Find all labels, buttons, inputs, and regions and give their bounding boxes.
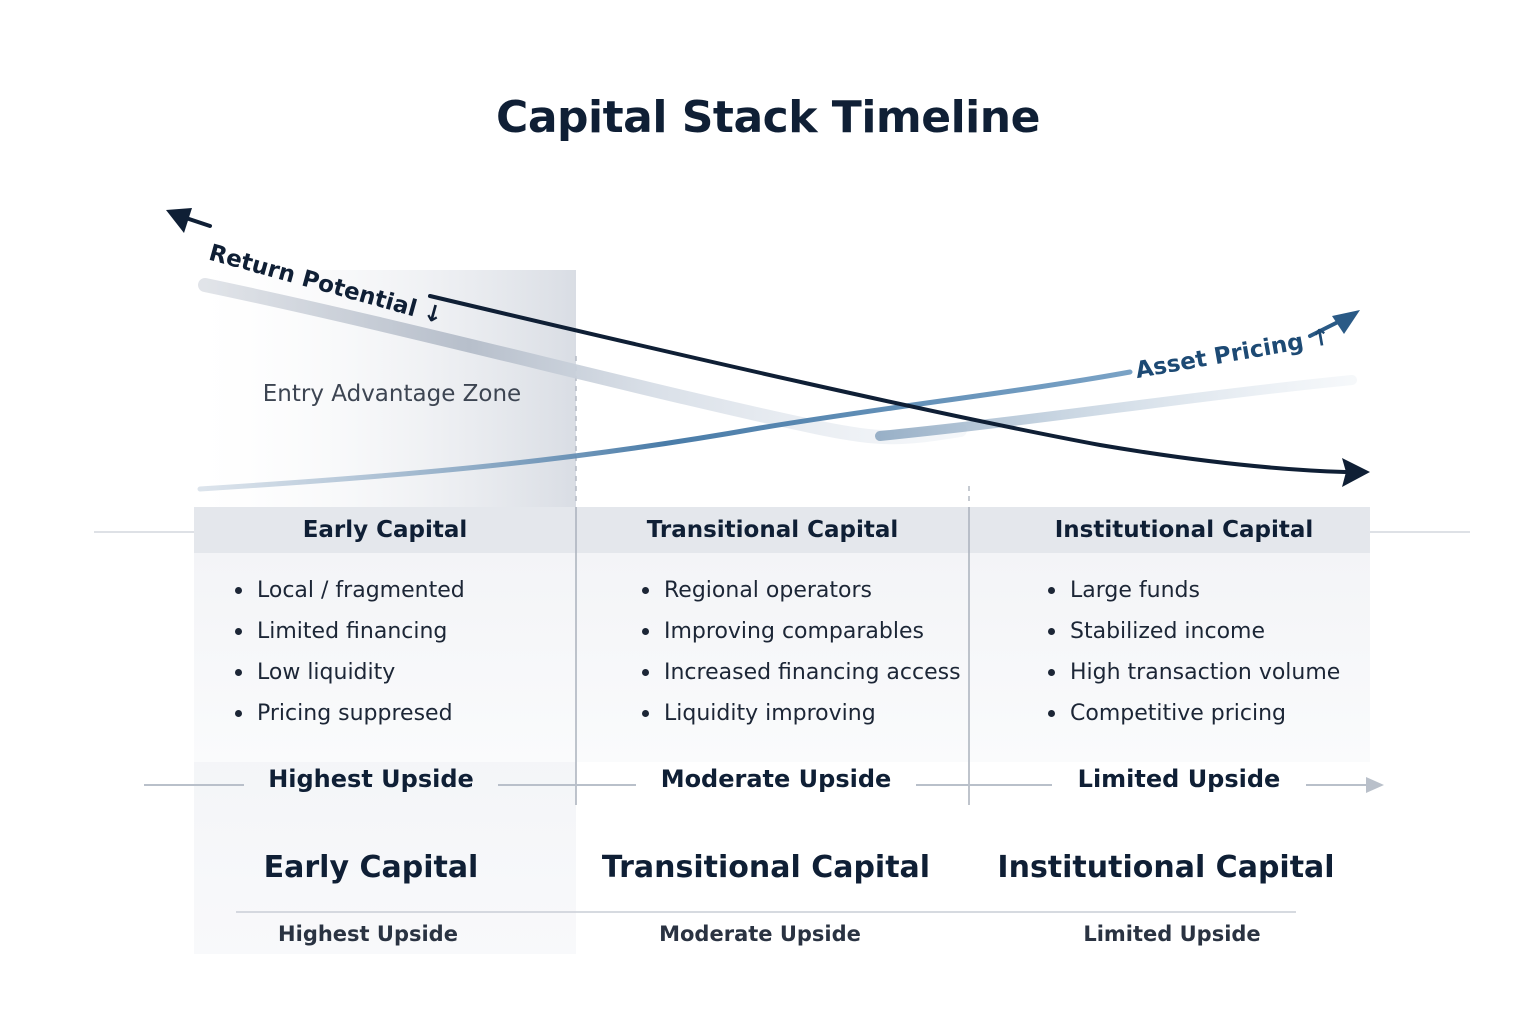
asset-pricing-curve <box>197 369 1133 492</box>
return-curve-arrow-head <box>1342 458 1370 487</box>
column-header-early: Early Capital <box>302 517 468 543</box>
list-item: Low liquidity <box>233 652 465 693</box>
entry-zone-shade <box>200 270 576 510</box>
upside-transitional: Moderate Upside <box>660 765 892 793</box>
transitional-bullets: Regional operators Improving comparables… <box>640 570 961 734</box>
list-item: Limited financing <box>233 611 465 652</box>
list-item: Liquidity improving <box>640 693 961 734</box>
summary-upside-early: Highest Upside <box>278 922 458 946</box>
institutional-bullets: Large funds Stabilized income High trans… <box>1046 570 1340 734</box>
return-arrow-head <box>166 208 192 233</box>
list-item: Large funds <box>1046 570 1340 611</box>
header-band <box>194 507 1370 553</box>
summary-title-institutional: Institutional Capital <box>997 850 1335 885</box>
upside-arrow-head <box>1366 777 1384 793</box>
entry-advantage-zone-label: Entry Advantage Zone <box>262 381 522 407</box>
asset-pricing-arrow-head <box>1332 310 1360 334</box>
list-item: Competitive pricing <box>1046 693 1340 734</box>
list-item: Improving comparables <box>640 611 961 652</box>
summary-upside-institutional: Limited Upside <box>1083 922 1261 946</box>
summary-title-early: Early Capital <box>263 850 479 885</box>
list-item: Local / fragmented <box>233 570 465 611</box>
early-bullets: Local / fragmented Limited financing Low… <box>233 570 465 734</box>
upside-early: Highest Upside <box>268 765 474 793</box>
page-title: Capital Stack Timeline <box>496 92 1040 143</box>
summary-upside-transitional: Moderate Upside <box>659 922 861 946</box>
list-item: Regional operators <box>640 570 961 611</box>
column-header-transitional: Transitional Capital <box>646 517 899 543</box>
list-item: Increased financing access <box>640 652 961 693</box>
upside-institutional: Limited Upside <box>1077 765 1281 793</box>
list-item: Pricing suppresed <box>233 693 465 734</box>
bullet-panel-bg <box>194 552 1370 762</box>
list-item: Stabilized income <box>1046 611 1340 652</box>
list-item: High transaction volume <box>1046 652 1340 693</box>
pricing-ribbon-fade <box>875 375 1357 441</box>
return-potential-curve <box>428 294 1347 474</box>
column-header-institutional: Institutional Capital <box>1054 517 1314 543</box>
summary-title-transitional: Transitional Capital <box>601 850 931 885</box>
